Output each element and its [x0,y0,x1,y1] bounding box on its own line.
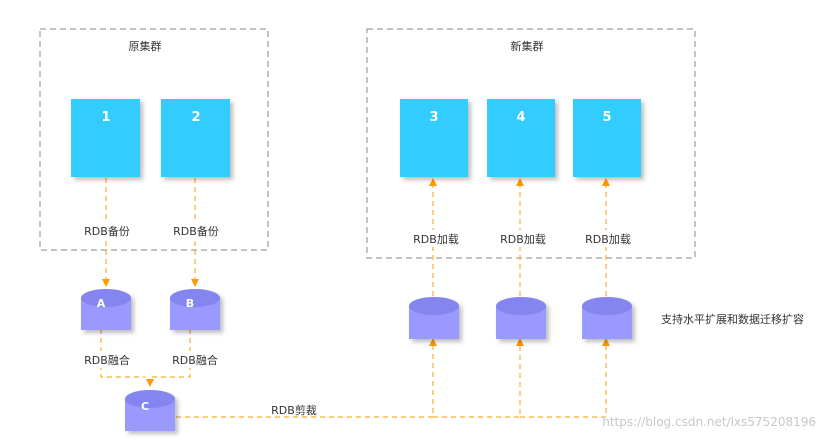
scaling-note: 支持水平扩展和数据迁移扩容 [661,312,804,326]
db-b-label: B [186,297,194,310]
old-cluster-title: 原集群 [129,39,162,53]
db-c: C [125,390,175,431]
old-cluster-border [39,28,269,251]
edge-label-cut: RDB剪裁 [271,403,317,417]
node-1-label: 1 [101,110,110,125]
db-b: B [170,289,220,330]
node-4: 4 [487,99,555,177]
db-a-label: A [97,297,106,310]
node-3-label: 3 [429,110,438,125]
db-new-5 [582,297,632,339]
node-2-label: 2 [191,110,200,125]
node-5: 5 [573,99,641,177]
watermark: https://blog.csdn.net/lxs575208196 [602,415,816,429]
edge-labels: RDB备份 RDB备份 RDB融合 RDB融合 RDB剪裁 RDB加载 RDB加… [80,222,636,417]
edge-label-backup-1: RDB备份 [84,224,130,238]
new-cluster-group: 新集群 [366,28,696,259]
node-2: 2 [161,99,230,177]
db-c-label: C [141,400,149,413]
edge-label-backup-2: RDB备份 [173,224,219,238]
old-cluster-group: 原集群 [39,28,269,251]
edge-label-load-5: RDB加载 [585,233,631,246]
node-3: 3 [400,99,468,177]
edge-label-merge-b: RDB融合 [172,353,218,367]
edge-label-load-3: RDB加载 [413,233,459,246]
edge-c-to-db5 [520,338,610,418]
db-a: A [81,289,131,330]
edge-label-merge-a: RDB融合 [84,353,130,367]
edge-a-to-c [100,320,145,378]
node-5-label: 5 [602,110,611,125]
db-new-4 [496,297,546,339]
new-cluster-title: 新集群 [511,39,544,53]
edge-b-to-c [146,320,191,387]
node-1: 1 [71,99,140,177]
new-cluster-border [366,28,696,259]
edge-c-to-db4 [433,338,524,418]
node-4-label: 4 [516,110,525,125]
db-new-3 [409,297,459,339]
edge-label-load-4: RDB加载 [500,233,546,246]
